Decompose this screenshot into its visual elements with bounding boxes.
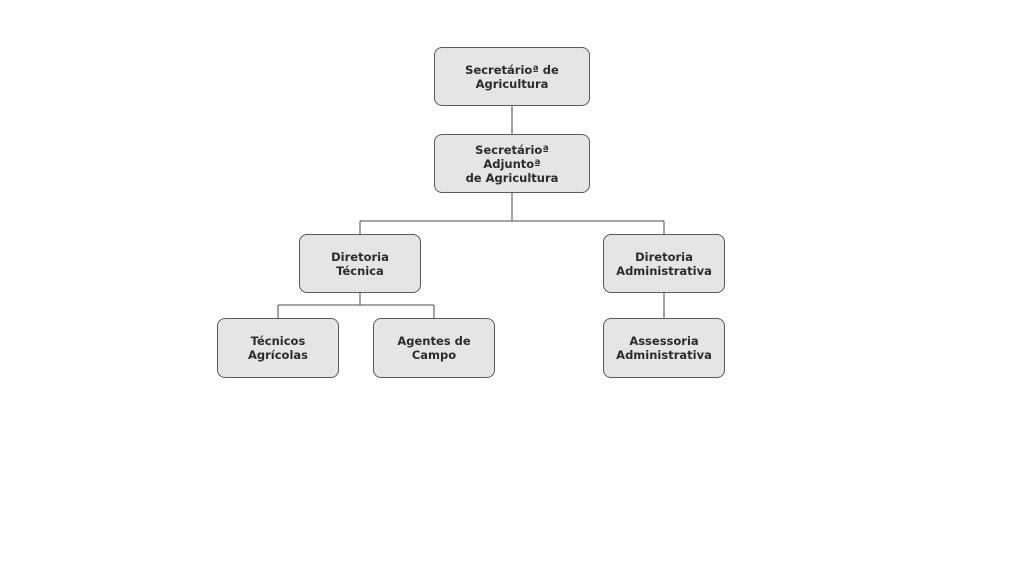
node-agentes-de-campo: Agentes de Campo (373, 318, 495, 378)
node-diretoria-administrativa: Diretoria Administrativa (603, 234, 725, 293)
node-diretoria-tecnica: Diretoria Técnica (299, 234, 421, 293)
node-tecnicos-agricolas: Técnicos Agrícolas (217, 318, 339, 378)
node-secretario-adjunto: Secretárioª Adjuntoª de Agricultura (434, 134, 590, 193)
node-secretario: Secretárioª de Agricultura (434, 47, 590, 106)
node-assessoria-administrativa: Assessoria Administrativa (603, 318, 725, 378)
